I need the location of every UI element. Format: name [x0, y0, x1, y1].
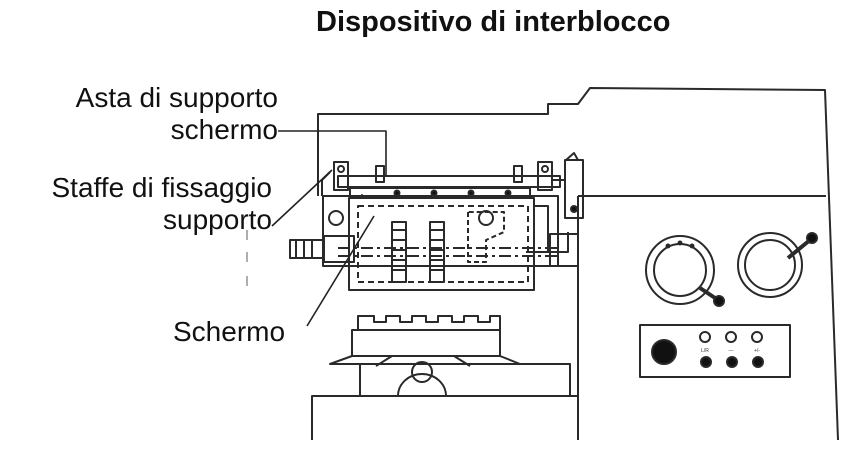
vise [329, 315, 571, 397]
guard-housing [322, 194, 569, 291]
label-asta-supporto-schermo: Asta di supporto schermo [76, 82, 278, 146]
support-rod [321, 161, 561, 196]
cabinet-outline [317, 87, 839, 441]
label-staffe-line-2: supporto [163, 204, 272, 235]
label-asta-line-2: schermo [170, 114, 278, 145]
leader-asta [278, 130, 387, 176]
base-block [311, 395, 578, 440]
dial-left [645, 235, 725, 307]
panel-marking-3: +/- [754, 348, 760, 354]
label-schermo: Schermo [173, 316, 286, 347]
panel-marking-2: — [729, 348, 734, 354]
label-staffe-fissaggio: Staffe di fissaggio supporto [51, 172, 272, 236]
panel-marking-1: L/R [701, 348, 709, 354]
leader-schermo [306, 215, 375, 327]
diagram-title: Dispositivo di interblocco [316, 6, 671, 38]
label-staffe-line-1: Staffe di fissaggio [51, 172, 272, 203]
bracket-bar [349, 187, 531, 199]
label-asta-line-1: Asta di supporto [75, 82, 278, 113]
spindle [289, 211, 579, 283]
right-post [552, 152, 584, 219]
leader-staffe [271, 169, 333, 227]
control-panel: L/R — +/- [639, 324, 791, 378]
leader-lines [271, 130, 387, 327]
dial-right [737, 232, 818, 298]
